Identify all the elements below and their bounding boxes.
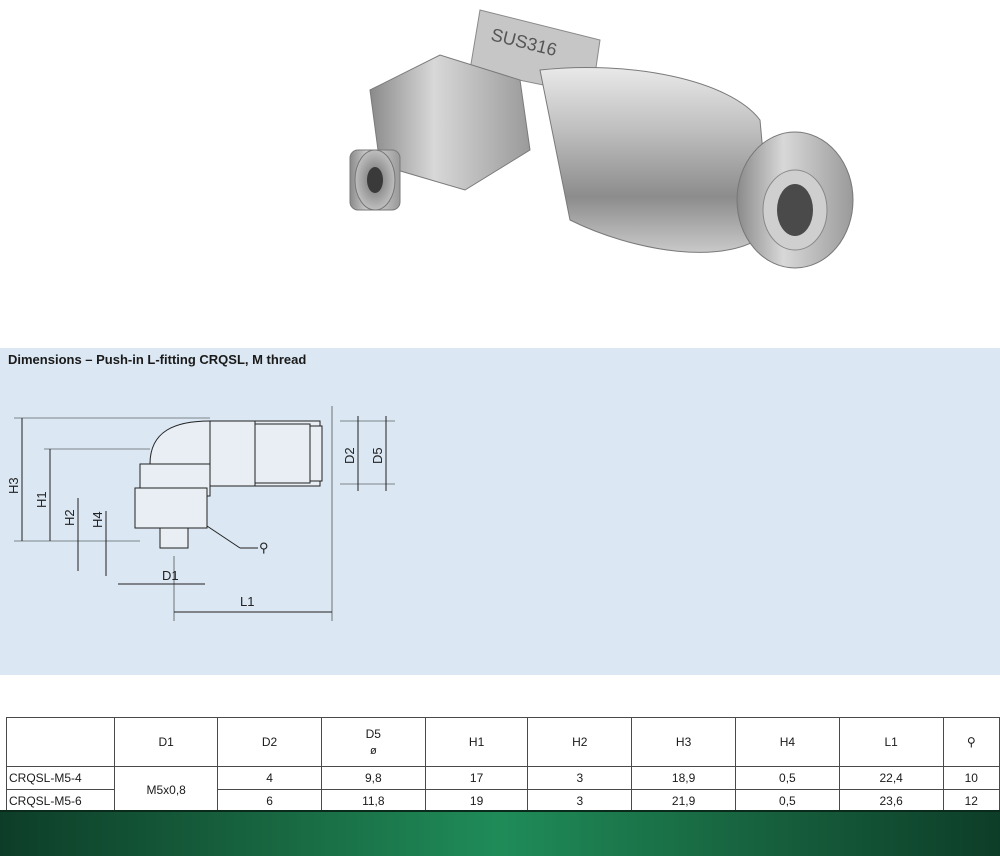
wrench-icon: ⚲ (966, 735, 976, 749)
cell-sw: 12 (942, 789, 1000, 813)
diameter-symbol: ø (369, 745, 377, 757)
table-header-row: D1 D2 D5 ø H1 H2 H3 H4 L1 ⚲ (5, 717, 1000, 767)
cell-name: CRQSL-M5-4 (5, 766, 116, 790)
header-h2: H2 (527, 717, 633, 767)
cell-l1: 23,6 (838, 789, 944, 813)
cell-h2: 3 (527, 766, 633, 790)
drawing-wrench-icon: ⚲ (259, 540, 269, 555)
header-type (5, 717, 116, 767)
cell-d5: 11,8 (320, 789, 426, 813)
header-h4: H4 (735, 717, 840, 767)
cell-h4: 0,5 (735, 789, 840, 813)
label-h2: H2 (62, 509, 77, 526)
label-l1: L1 (240, 594, 254, 609)
header-d5: D5 ø (320, 717, 426, 767)
header-d2: D2 (217, 717, 322, 767)
dimensions-title: Dimensions – Push-in L-fitting CRQSL, M … (8, 352, 307, 367)
header-h1: H1 (424, 717, 529, 767)
cell-d5: 9,8 (320, 766, 426, 790)
label-h3: H3 (6, 477, 21, 494)
header-d1: D1 (114, 717, 219, 767)
header-l1: L1 (838, 717, 944, 767)
header-wrench: ⚲ (942, 717, 1000, 767)
table-row: CRQSL-M5-4 M5x0,8 4 9,8 17 3 18,9 0,5 22… (5, 766, 1000, 813)
cell-h3: 18,9 (631, 766, 736, 790)
label-h4: H4 (90, 511, 105, 528)
dimensions-table: D1 D2 D5 ø H1 H2 H3 H4 L1 ⚲ CRQSL-M5-4 M… (5, 717, 1000, 813)
technical-drawing: ⚲ H3 H1 H2 H4 D1 D2 D5 L1 (6, 406, 395, 621)
cell-h1: 17 (424, 766, 529, 790)
cell-sw: 10 (942, 766, 1000, 790)
footer-divider (0, 810, 1000, 812)
label-d2: D2 (342, 447, 357, 464)
label-h1: H1 (34, 491, 49, 508)
header-h3: H3 (631, 717, 736, 767)
cell-d1: M5x0,8 (114, 766, 219, 813)
header-d5-label: D5 (365, 727, 381, 741)
cell-l1: 22,4 (838, 766, 944, 790)
cell-h4: 0,5 (735, 766, 840, 790)
cell-d2: 4 (217, 766, 322, 790)
cell-h2: 3 (527, 789, 633, 813)
product-photo: SUS316 (349, 9, 854, 269)
label-d5: D5 (370, 447, 385, 464)
footer-band (0, 812, 1000, 856)
label-d1: D1 (162, 568, 179, 583)
